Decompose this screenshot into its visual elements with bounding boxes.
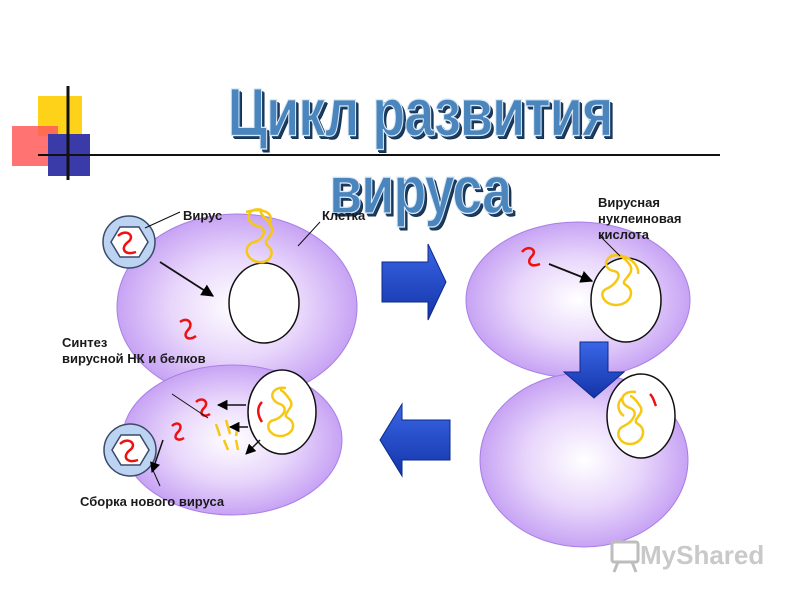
title-decoration — [12, 86, 720, 180]
label-viral-nucleic-acid: Вирусная нуклеиновая кислота — [598, 195, 682, 242]
arrow-left-icon — [379, 402, 451, 478]
watermark: MyShared — [640, 540, 765, 570]
label-assembly: Сборка нового вируса — [80, 494, 225, 509]
page-title: Цикл развития вируса — [227, 75, 614, 229]
virus-particle-icon — [102, 215, 156, 269]
arrow-down-icon — [562, 341, 626, 399]
myshared-logo-icon — [610, 540, 640, 573]
cell-replication — [479, 372, 689, 548]
cell-synthesis — [121, 364, 343, 516]
label-cell: Клетка — [322, 208, 366, 223]
label-virus: Вирус — [183, 208, 223, 223]
virus-particle-icon — [103, 423, 157, 477]
arrow-right-icon — [381, 243, 447, 321]
label-synthesis: Синтез вирусной НК и белков — [62, 335, 206, 366]
cell-uncoating — [465, 221, 691, 379]
